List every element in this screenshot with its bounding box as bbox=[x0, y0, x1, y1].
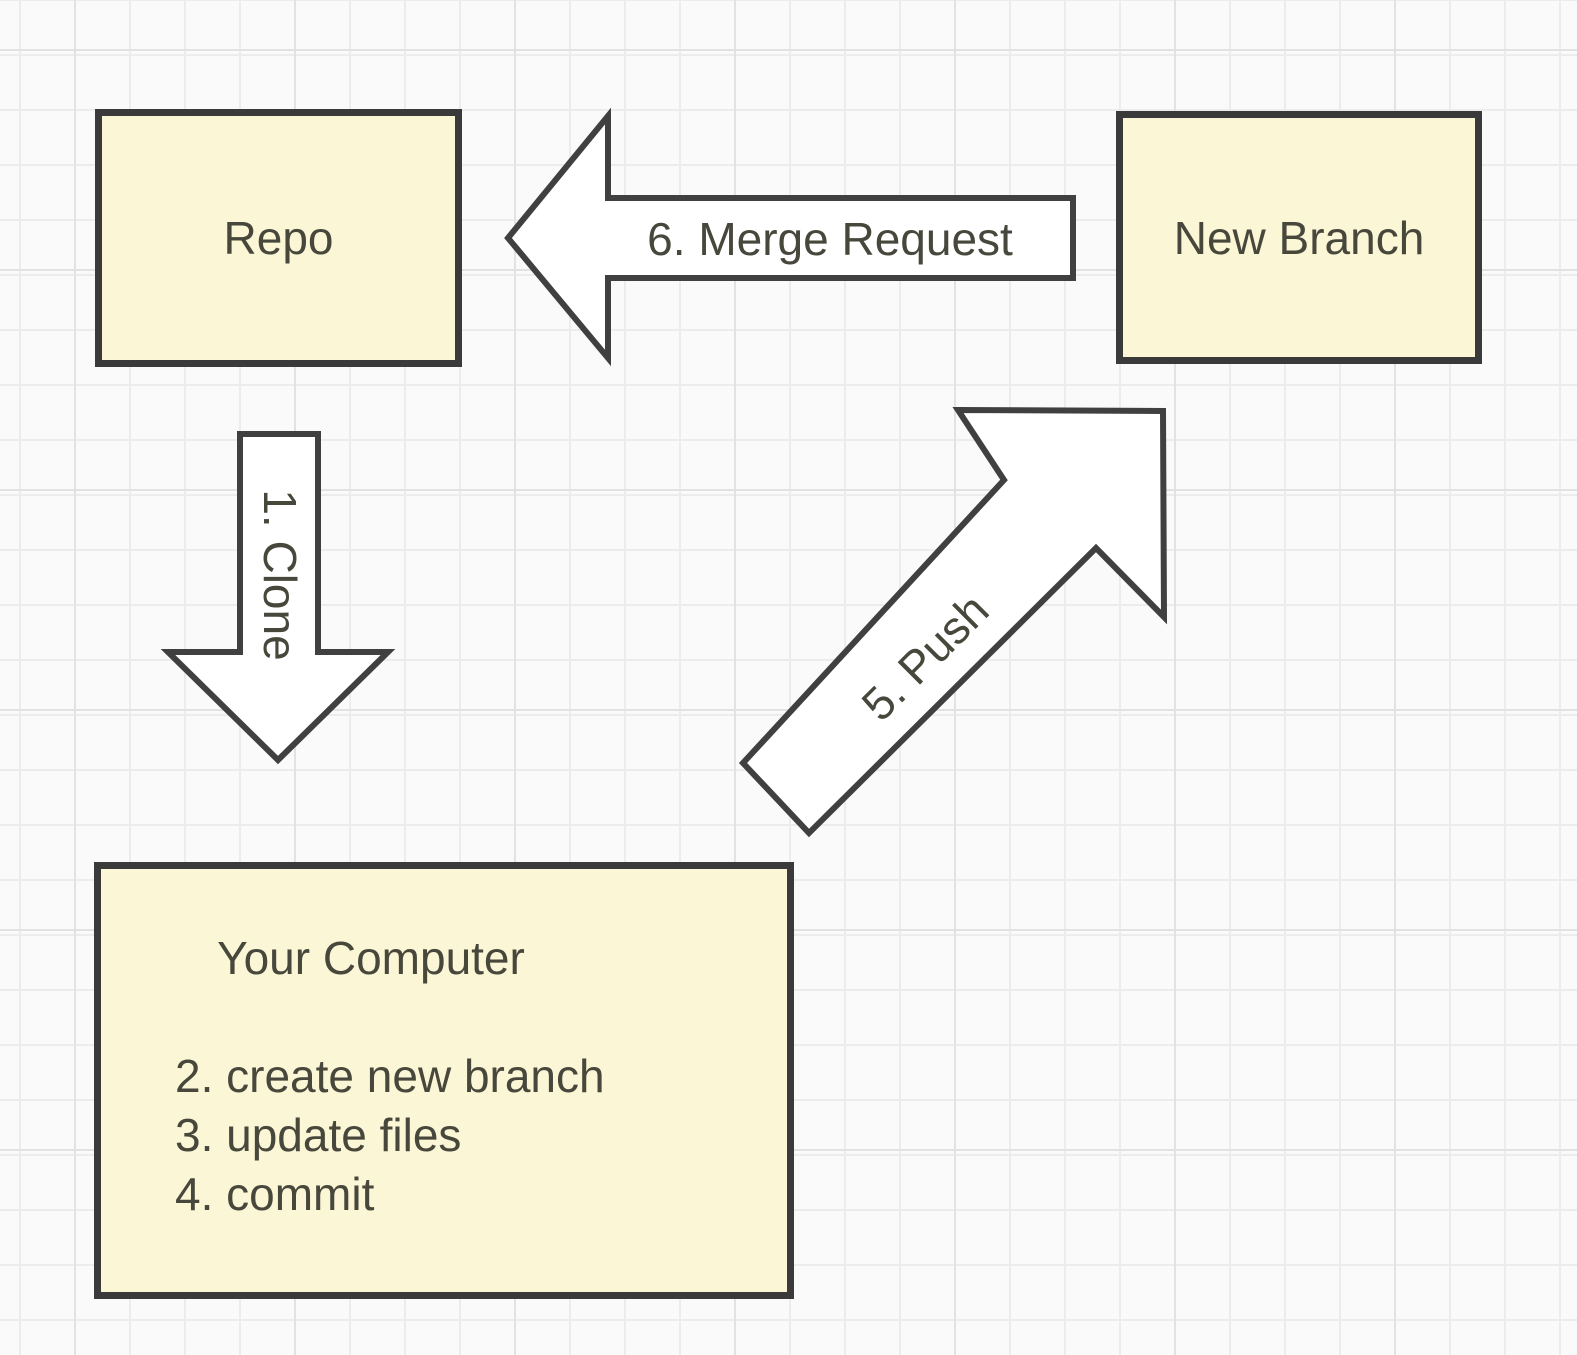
node-new-branch[interactable]: New Branch bbox=[1116, 111, 1482, 364]
step-commit: 4. commit bbox=[175, 1168, 375, 1220]
your-computer-steps: 2. create new branch 3. update files 4. … bbox=[175, 1047, 605, 1224]
step-create-new-branch: 2. create new branch bbox=[175, 1050, 605, 1102]
node-new-branch-label: New Branch bbox=[1173, 211, 1425, 264]
clone-arrow[interactable] bbox=[160, 431, 396, 765]
node-your-computer-title: Your Computer bbox=[217, 932, 525, 984]
merge-request-arrow-label: 6. Merge Request bbox=[647, 213, 1013, 265]
node-repo-label: Repo bbox=[223, 212, 334, 264]
node-repo[interactable]: Repo bbox=[95, 109, 462, 367]
push-arrow[interactable] bbox=[738, 406, 1168, 838]
clone-arrow-label: 1. Clone bbox=[254, 489, 306, 661]
merge-request-arrow[interactable] bbox=[504, 107, 1076, 367]
step-update-files: 3. update files bbox=[175, 1109, 462, 1161]
node-your-computer[interactable]: Your Computer 2. create new branch 3. up… bbox=[94, 862, 794, 1299]
